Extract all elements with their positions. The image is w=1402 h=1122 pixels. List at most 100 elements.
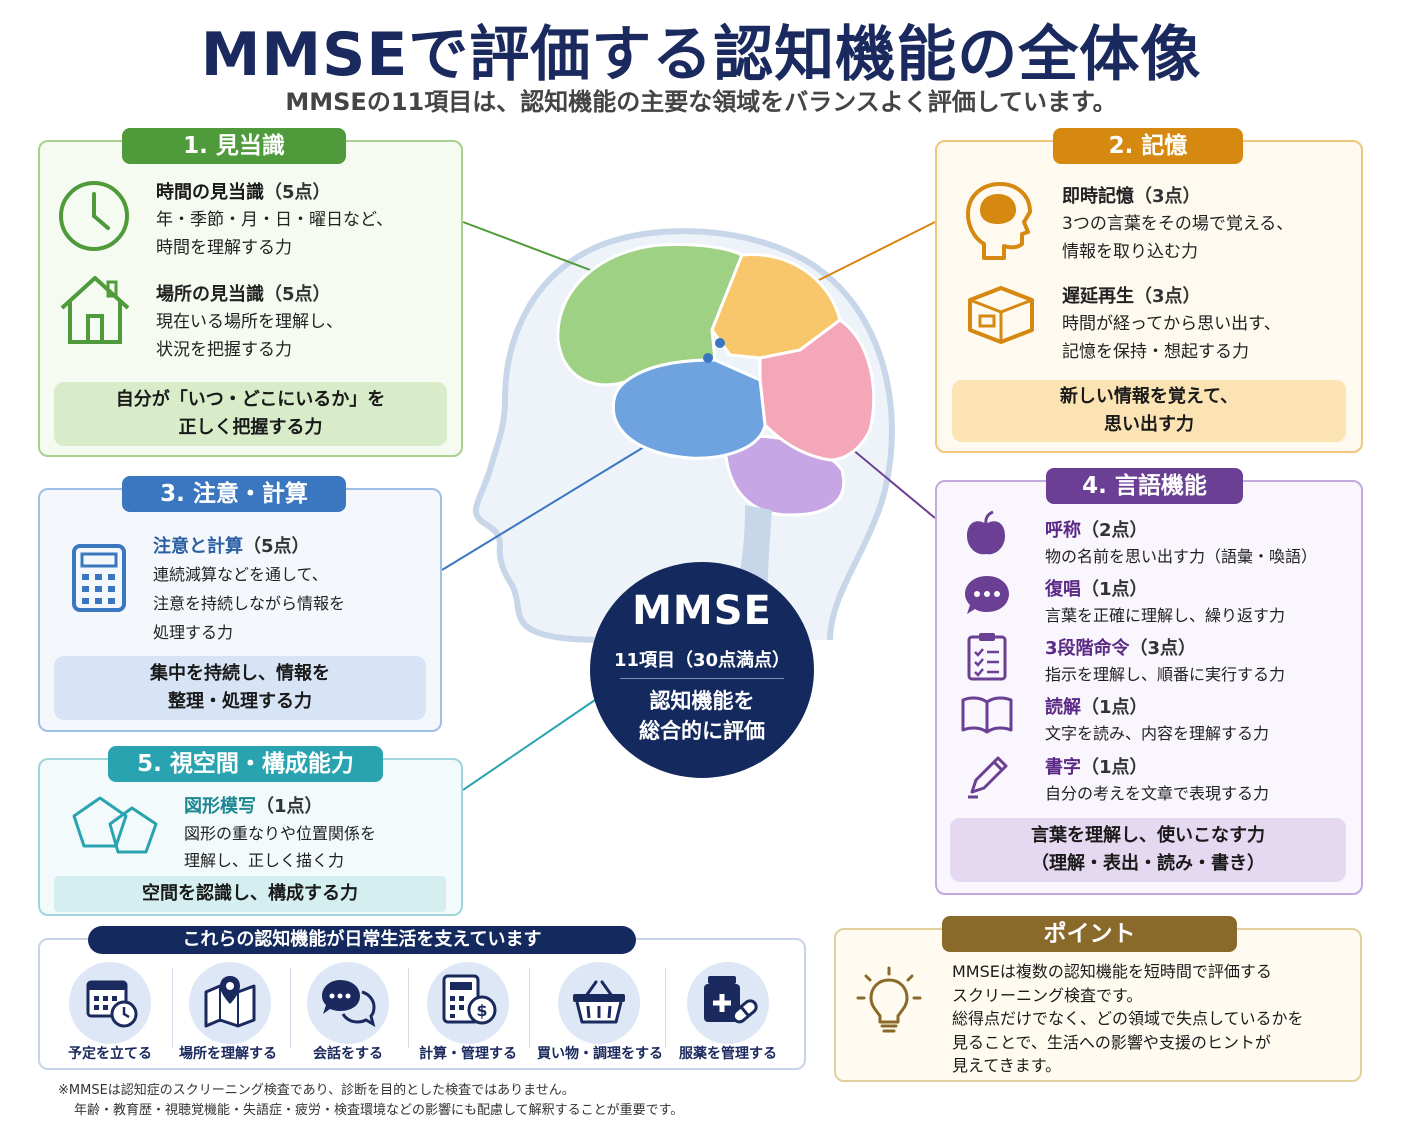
point-line: スクリーニング検査です。 [952,985,1143,1005]
item-points: （1点） [1081,579,1148,600]
item-desc: 3つの言葉をその場で覚える、 情報を取り込む力 [1062,214,1294,262]
item-desc: 年・季節・月・日・曜日など、 時間を理解する力 [156,210,394,258]
basket-icon [573,980,625,1024]
item-points: （3点） [1134,286,1201,307]
point-line: 総得点だけでなく、どの領域で失点しているかを [952,1009,1304,1028]
item-title: 即時記憶 [1062,186,1134,207]
item-desc: 言葉を正確に理解し、繰り返す力 [1045,606,1286,625]
item-title: 遅延再生 [1062,286,1134,307]
connector-attention [441,435,663,571]
memory-summary: 新しい情報を覚えて、 思い出す力 [952,380,1346,442]
item-title: 書字 [1045,757,1081,778]
language-item-repetition: 復唱（1点） 言葉を正確に理解し、繰り返す力 [1045,577,1285,629]
item-title: 図形模写 [184,796,256,817]
item-title: 復唱 [1045,579,1081,600]
item-points: （1点） [1081,697,1148,718]
language-tag: 4. 言語機能 [1046,468,1243,504]
book-icon [961,696,1013,734]
pentagons-icon [72,796,158,854]
map-icon [204,976,256,1028]
mmse-desc: 認知機能を 総合的に評価 [639,689,765,743]
item-points: （3点） [1129,638,1197,659]
daily-separator [665,968,666,1048]
clipboard-icon [967,633,1007,681]
page-title: MMSEで評価する認知機能の全体像 [200,20,1202,90]
point-line: MMSEは複数の認知機能を短時間で評価する [952,962,1272,981]
attention-summary: 集中を持続し、情報を 整理・処理する力 [54,656,426,720]
calendar-icon [86,980,138,1028]
item-points: （5点） [264,284,331,305]
language-item-reading: 読解（1点） 文字を読み、内容を理解する力 [1045,695,1269,747]
language-item-writing: 書字（1点） 自分の考えを文章で表現する力 [1045,755,1269,807]
memory-item-immediate: 即時記憶（3点） 3つの言葉をその場で覚える、 情報を取り込む力 [1062,184,1352,266]
daily-separator [172,968,173,1048]
daily-separator [290,968,291,1048]
calculator-icon [72,544,126,612]
brain-temporal-lobe [611,358,767,460]
point-line: 見ることで、生活への影響や支援のヒントが [952,1032,1271,1052]
mmse-divider [620,678,784,679]
house-icon [60,276,130,344]
visuospatial-item: 図形模写（1点） 図形の重なりや位置関係を 理解し、正しく描く力 [184,794,454,874]
brain-head-icon [966,182,1032,260]
svg-text:$: $ [476,1001,487,1020]
item-title: 場所の見当識 [156,284,264,305]
speech-bubble-icon [965,576,1009,614]
daily-label: 場所を理解する [179,1046,277,1062]
item-points: （5点） [243,536,310,557]
item-desc: 指示を理解し、順番に実行する力 [1045,665,1286,684]
daily-life-panel [38,938,806,1070]
lightbulb-icon [856,966,922,1033]
daily-label: 計算・管理する [419,1046,517,1062]
item-points: （1点） [256,796,323,817]
item-desc: 文字を読み、内容を理解する力 [1045,724,1270,743]
attention-item: 注意と計算（5点） 連続減算などを通して、 注意を持続しながら情報を 処理する力 [153,534,433,647]
pencil-icon [968,756,1008,799]
mmse-items: 11項目（30点満点） [613,650,791,671]
daily-label: 予定を立てる [68,1046,152,1062]
attention-tag: 3. 注意・計算 [122,476,346,512]
footnote-line-2: 年齢・教育歴・視聴覚機能・失語症・疲労・検査環境などの影響にも配慮して解釈するこ… [74,1103,684,1118]
daily-label: 服薬を管理する [679,1046,777,1062]
box-icon [968,286,1034,344]
orientation-summary: 自分が「いつ・どこにいるか」を 正しく把握する力 [54,382,447,446]
memory-tag: 2. 記憶 [1053,128,1243,164]
conversation-icon [322,980,376,1028]
orientation-item-place: 場所の見当識（5点） 現在いる場所を理解し、 状況を把握する力 [156,282,456,364]
item-points: （5点） [264,182,331,203]
memory-item-delayed: 遅延再生（3点） 時間が経ってから思い出す、 記憶を保持・想起する力 [1062,284,1352,366]
language-item-naming: 呼称（2点） 物の名前を思い出す力（語彙・喚語） [1045,518,1317,570]
daily-separator [408,968,409,1048]
point-tag: ポイント [942,916,1237,952]
item-desc: 現在いる場所を理解し、 状況を把握する力 [156,312,343,360]
item-points: （2点） [1081,520,1148,541]
medicine-icon [704,976,758,1024]
apple-icon [967,510,1005,555]
item-title: 注意と計算 [153,536,243,557]
mmse-name: MMSE [632,588,772,634]
daily-label: 会話をする [313,1046,383,1062]
language-summary: 言葉を理解し、使いこなす力 （理解・表出・読み・書き） [950,818,1346,882]
daily-label: 買い物・調理をする [537,1046,663,1062]
daily-life-header: これらの認知機能が日常生活を支えています [88,926,636,954]
item-desc: 連続減算などを通して、 注意を持続しながら情報を 処理する力 [153,565,346,642]
visuospatial-summary: 空間を認識し、構成する力 [54,876,446,912]
item-title: 読解 [1045,697,1081,718]
brain-occipital-lobe [758,318,876,462]
item-desc: 物の名前を思い出す力（語彙・喚語） [1045,547,1318,566]
brain-stem [738,505,772,585]
item-desc: 図形の重なりや位置関係を 理解し、正しく描く力 [184,824,377,870]
item-title: 呼称 [1045,520,1081,541]
item-title: 3段階命令 [1045,638,1130,659]
mmse-center-circle: MMSE 11項目（30点満点） 認知機能を 総合的に評価 [590,562,814,778]
item-title: 時間の見当識 [156,182,264,203]
footnote-line-1: ※MMSEは認知症のスクリーニング検査であり、診断を目的とした検査ではありません… [58,1083,575,1098]
item-desc: 自分の考えを文章で表現する力 [1045,784,1270,803]
point-text: MMSEは複数の認知機能を短時間で評価する スクリーニング検査です。 総得点だけ… [952,960,1352,1078]
money-calculator-icon: $ [442,974,497,1025]
connector-visuospatial [462,699,596,791]
language-item-command: 3段階命令（3点） 指示を理解し、順番に実行する力 [1045,636,1285,688]
item-desc: 時間が経ってから思い出す、 記憶を保持・想起する力 [1062,314,1281,362]
item-points: （3点） [1134,186,1201,207]
